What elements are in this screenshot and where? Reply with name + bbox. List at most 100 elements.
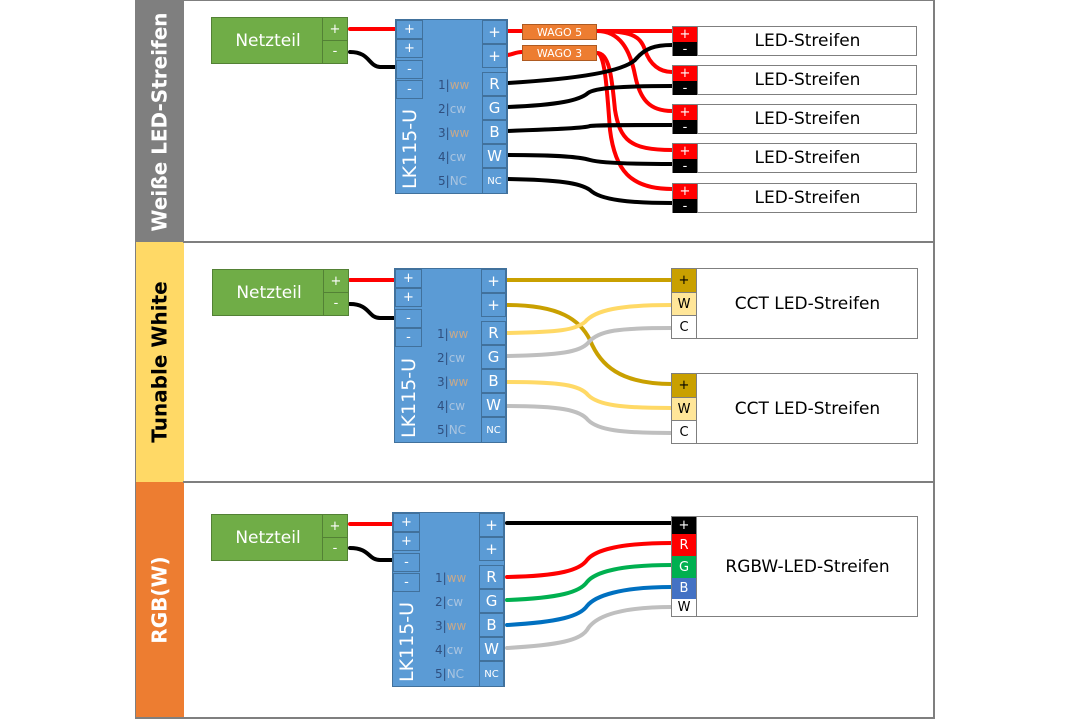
strip-title: LED-Streifen: [754, 148, 861, 168]
strip-title: CCT LED-Streifen: [734, 293, 881, 314]
pin-minus: -: [673, 42, 698, 57]
section-label-strip: Tunable White: [136, 242, 184, 482]
input-minus-2: -: [395, 328, 422, 347]
output-R: R: [479, 565, 504, 589]
pin-cold-white: C: [672, 421, 697, 443]
wago-connector-5: WAGO 5: [522, 24, 597, 40]
channel-1: 1|ww: [435, 571, 467, 585]
input-plus-2: +: [393, 532, 420, 551]
cct-led-strip: + W C CCT LED-Streifen: [671, 373, 918, 444]
pin-plus: +: [672, 517, 697, 534]
channel-4: 4|cw: [435, 643, 464, 657]
output-W: W: [482, 144, 507, 168]
output-W: W: [481, 393, 506, 417]
pin-minus: -: [673, 199, 698, 214]
output-plus-1: +: [482, 20, 507, 44]
psu-plus-terminal: +: [323, 270, 348, 293]
pin-red: R: [672, 534, 697, 556]
channel-5: 5|NC: [435, 667, 465, 681]
pin-minus: -: [673, 120, 698, 135]
section-divider: [183, 481, 935, 483]
channel-2: 2|cw: [437, 351, 466, 365]
pin-warm-white: W: [672, 293, 697, 316]
section-label-strip: RGB(W): [136, 482, 184, 717]
output-R: R: [481, 321, 506, 345]
output-NC: NC: [481, 417, 506, 443]
pin-minus: -: [673, 159, 698, 174]
strip-title: LED-Streifen: [754, 188, 861, 208]
strip-title: RGBW-LED-Streifen: [725, 556, 890, 577]
psu-label: Netzteil: [235, 527, 301, 548]
psu-minus-terminal: -: [322, 537, 347, 560]
pin-plus: +: [673, 27, 698, 42]
pin-white: W: [672, 599, 697, 616]
strip-title: LED-Streifen: [754, 70, 861, 90]
output-G: G: [482, 96, 507, 120]
input-minus-1: -: [395, 309, 422, 328]
psu-minus-terminal: -: [323, 292, 348, 315]
output-B: B: [479, 613, 504, 637]
pin-plus: +: [672, 374, 697, 398]
input-minus-2: -: [396, 80, 423, 99]
pin-green: G: [672, 556, 697, 578]
strip-title: LED-Streifen: [754, 109, 861, 129]
psu-minus-terminal: -: [322, 40, 347, 63]
power-supply: Netzteil + -: [212, 269, 349, 316]
pin-warm-white: W: [672, 398, 697, 421]
strip-title: CCT LED-Streifen: [734, 398, 881, 419]
led-strip: + - LED-Streifen: [672, 26, 917, 57]
channel-5: 5|NC: [438, 174, 468, 188]
psu-plus-terminal: +: [322, 18, 347, 41]
output-NC: NC: [482, 168, 507, 194]
channel-3: 3|ww: [438, 126, 470, 140]
power-supply: Netzteil + -: [211, 514, 348, 561]
input-plus-2: +: [395, 288, 422, 307]
power-supply: Netzteil + -: [211, 17, 348, 64]
input-minus-1: -: [396, 60, 423, 79]
channel-2: 2|cw: [435, 595, 464, 609]
wago-connector-3: WAGO 3: [522, 45, 597, 61]
section-title: Weiße LED-Streifen: [148, 11, 172, 232]
input-plus-1: +: [396, 20, 423, 39]
channel-3: 3|ww: [437, 375, 469, 389]
controller-name: LK115-U: [398, 357, 420, 438]
controller-name: LK115-U: [399, 108, 421, 189]
input-plus-1: +: [395, 269, 422, 288]
channel-4: 4|cw: [437, 399, 466, 413]
pin-minus: -: [673, 81, 698, 96]
section-rgbw: RGB(W): [135, 482, 935, 719]
output-plus-1: +: [479, 513, 504, 537]
output-plus-1: +: [481, 269, 506, 293]
input-plus-1: +: [393, 513, 420, 532]
pin-plus: +: [673, 144, 698, 159]
output-G: G: [479, 589, 504, 613]
output-plus-2: +: [481, 293, 506, 317]
input-plus-2: +: [396, 39, 423, 58]
channel-1: 1|ww: [437, 327, 469, 341]
led-strip: + - LED-Streifen: [672, 65, 917, 96]
output-G: G: [481, 345, 506, 369]
pin-cold-white: C: [672, 316, 697, 338]
pin-plus: +: [673, 66, 698, 81]
pin-plus: +: [673, 105, 698, 120]
output-plus-2: +: [482, 44, 507, 68]
section-white: Weiße LED-Streifen: [135, 0, 935, 242]
lk115-controller: + + - - + + R G B W NC 1|ww 2|cw 3|ww 4|…: [392, 512, 505, 687]
section-divider: [183, 241, 935, 243]
output-B: B: [482, 120, 507, 144]
channel-3: 3|ww: [435, 619, 467, 633]
section-tunable-white: Tunable White: [135, 242, 935, 482]
channel-1: 1|ww: [438, 78, 470, 92]
output-NC: NC: [479, 661, 504, 687]
rgbw-led-strip: + R G B W RGBW-LED-Streifen: [671, 516, 918, 617]
pin-plus: +: [673, 184, 698, 199]
section-label-strip: Weiße LED-Streifen: [136, 1, 184, 242]
cct-led-strip: + W C CCT LED-Streifen: [671, 268, 918, 339]
led-strip: + - LED-Streifen: [672, 143, 917, 174]
controller-name: LK115-U: [396, 601, 418, 682]
channel-5: 5|NC: [437, 423, 467, 437]
channel-4: 4|cw: [438, 150, 467, 164]
channel-2: 2|cw: [438, 102, 467, 116]
input-minus-1: -: [393, 553, 420, 572]
output-R: R: [482, 72, 507, 96]
